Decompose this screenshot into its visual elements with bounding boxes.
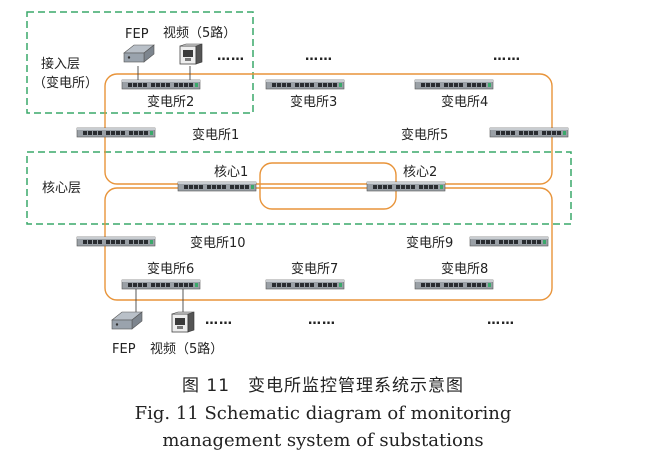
switch-s3 xyxy=(265,79,345,90)
ellipsis: …… xyxy=(487,313,515,328)
switch-core2 xyxy=(366,181,446,192)
video-device-icon xyxy=(179,43,203,65)
caption-chinese: 图 11 变电所监控管理系统示意图 xyxy=(181,376,465,396)
node-label-s7: 变电所7 xyxy=(291,261,338,277)
switch-s2 xyxy=(121,79,201,90)
node-label-s2: 变电所2 xyxy=(147,94,194,110)
switch-core1 xyxy=(177,181,257,192)
caption-english-line2: management system of substations xyxy=(162,430,484,451)
node-label-s9: 变电所9 xyxy=(406,235,453,251)
fep-device-icon xyxy=(111,311,143,330)
node-label-core1: 核心1 xyxy=(214,165,248,180)
fep-label: FEP xyxy=(125,27,149,42)
switch-s1 xyxy=(76,127,156,138)
caption-english-line1: Fig. 11 Schematic diagram of monitoring xyxy=(134,403,512,424)
ellipsis: …… xyxy=(217,49,245,64)
node-label-s3: 变电所3 xyxy=(290,94,337,110)
switch-s5 xyxy=(489,127,569,138)
video-label: 视频（5路） xyxy=(150,341,223,357)
access-layer-sublabel: （变电所） xyxy=(33,75,98,91)
access-layer-label: 接入层 xyxy=(41,56,80,72)
node-label-core2: 核心2 xyxy=(403,165,437,180)
fep-label: FEP xyxy=(112,342,136,357)
ellipsis: …… xyxy=(205,313,233,328)
switch-s4 xyxy=(414,79,494,90)
access-layer-zone xyxy=(26,11,254,114)
node-label-s6: 变电所6 xyxy=(147,261,194,277)
core-layer-label: 核心层 xyxy=(42,181,81,196)
video-device-icon xyxy=(171,311,195,333)
switch-s6 xyxy=(121,279,201,290)
switch-s8 xyxy=(414,279,494,290)
switch-s7 xyxy=(265,279,345,290)
ellipsis: …… xyxy=(305,49,333,64)
fep-device-icon xyxy=(123,44,155,63)
switch-s9 xyxy=(469,236,549,247)
video-label: 视频（5路） xyxy=(163,25,236,41)
node-label-s10: 变电所10 xyxy=(190,235,246,251)
node-label-s1: 变电所1 xyxy=(192,127,239,143)
node-label-s8: 变电所8 xyxy=(441,261,488,277)
upper-ring xyxy=(104,73,553,185)
ellipsis: …… xyxy=(493,49,521,64)
switch-s10 xyxy=(76,236,156,247)
node-label-s4: 变电所4 xyxy=(441,94,488,110)
node-label-s5: 变电所5 xyxy=(401,127,448,143)
ellipsis: …… xyxy=(308,313,336,328)
